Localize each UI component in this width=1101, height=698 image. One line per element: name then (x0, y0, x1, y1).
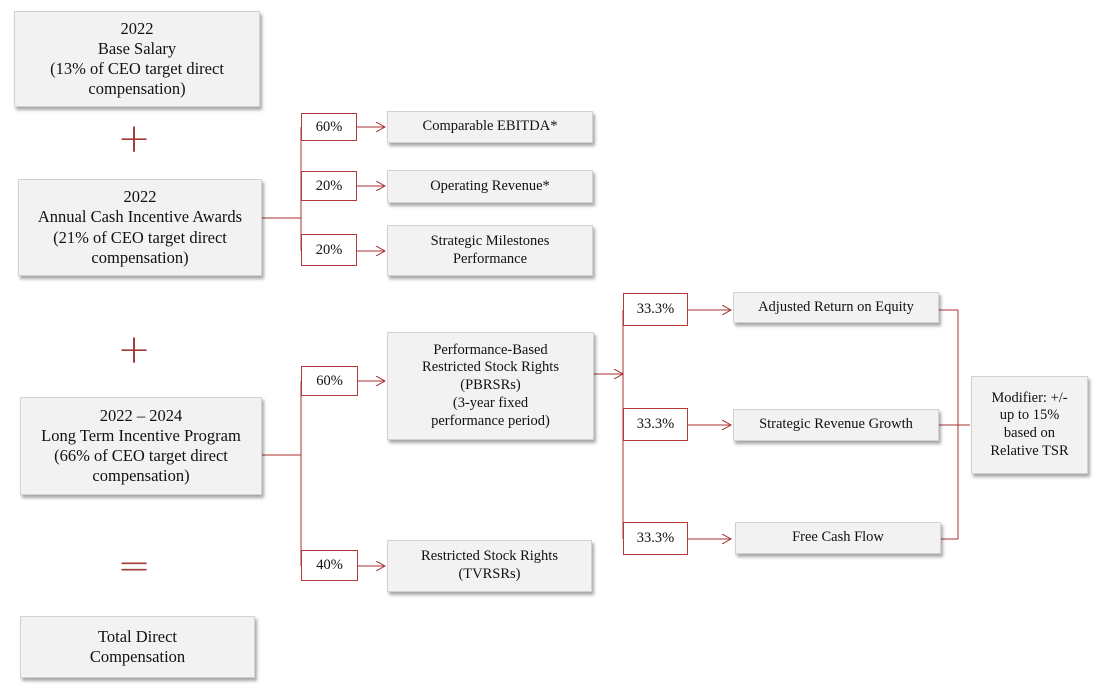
annual-milestones-pct: 20% (301, 234, 357, 266)
free-cash-flow-pct: 33.3% (623, 522, 688, 555)
plus-operator-1: + (117, 116, 151, 162)
comparable-ebitda-box: Comparable EBITDA* (387, 111, 593, 143)
strategic-revenue-growth-box: Strategic Revenue Growth (733, 409, 939, 441)
strategic-milestones-box: Strategic Milestones Performance (387, 225, 593, 276)
equals-operator: = (117, 543, 151, 589)
operating-revenue-box: Operating Revenue* (387, 170, 593, 203)
annual-cash-incentive-box: 2022 Annual Cash Incentive Awards (21% o… (18, 179, 262, 276)
annual-revenue-pct: 20% (301, 171, 357, 201)
free-cash-flow-box: Free Cash Flow (735, 522, 941, 554)
relative-tsr-modifier-box: Modifier: +/- up to 15% based on Relativ… (971, 376, 1088, 474)
long-term-incentive-box: 2022 – 2024 Long Term Incentive Program … (20, 397, 262, 495)
total-direct-compensation-box: Total Direct Compensation (20, 616, 255, 678)
roe-pct: 33.3% (623, 293, 688, 326)
annual-ebitda-pct: 60% (301, 113, 357, 141)
ltip-tvrsr-pct: 40% (301, 550, 358, 581)
restricted-stock-rights-box: Restricted Stock Rights (TVRSRs) (387, 540, 592, 592)
adjusted-roe-box: Adjusted Return on Equity (733, 292, 939, 323)
plus-operator-2: + (117, 327, 151, 373)
ltip-pbrsr-pct: 60% (301, 366, 358, 396)
revenue-growth-pct: 33.3% (623, 408, 688, 441)
pbrsr-box: Performance-Based Restricted Stock Right… (387, 332, 594, 440)
base-salary-box: 2022 Base Salary (13% of CEO target dire… (14, 11, 260, 107)
